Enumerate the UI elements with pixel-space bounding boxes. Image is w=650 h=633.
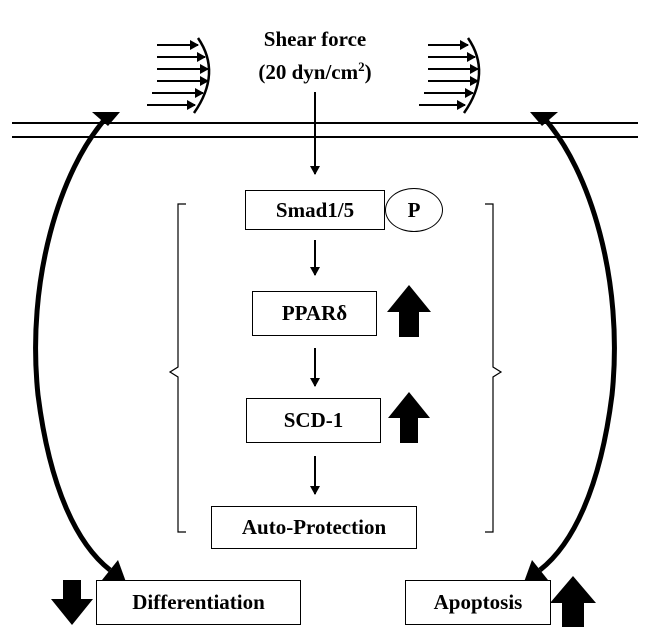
- phospho-oval: P: [385, 188, 443, 232]
- stimulus-title: Shear force: [263, 27, 367, 51]
- cell-membrane: [12, 122, 638, 138]
- right-curved-arrow-icon: [524, 112, 617, 582]
- protection-box: Auto-Protection: [211, 506, 417, 549]
- apoptosis-box: Apoptosis: [405, 580, 551, 625]
- ppar-label: PPARδ: [281, 301, 348, 325]
- scd-label: SCD-1: [283, 408, 344, 432]
- shear-flow-left-icon: [147, 37, 211, 114]
- right-bracket: [485, 203, 503, 533]
- ppar-up-arrow-icon: [387, 285, 431, 337]
- phospho-label: P: [407, 197, 421, 222]
- scd-up-arrow-icon: [388, 392, 430, 443]
- left-bracket: [168, 203, 186, 533]
- ppar-box: PPARδ: [252, 291, 377, 336]
- smad-box: Smad1/5: [245, 190, 385, 230]
- differentiation-label: Differentiation: [132, 590, 265, 614]
- scd-box: SCD-1: [246, 398, 381, 443]
- differentiation-box: Differentiation: [96, 580, 301, 625]
- protection-label: Auto-Protection: [241, 515, 387, 539]
- apoptosis-up-arrow-icon: [550, 576, 596, 627]
- apoptosis-label: Apoptosis: [433, 590, 523, 614]
- differentiation-down-arrow-icon: [51, 580, 93, 625]
- left-curved-arrow-icon: [33, 112, 126, 582]
- smad-label: Smad1/5: [275, 197, 355, 222]
- stimulus-label: Shear force (20 dyn/cm2): [215, 25, 415, 86]
- shear-flow-right-icon: [419, 37, 481, 114]
- stimulus-magnitude: (20 dyn/cm2): [258, 59, 372, 84]
